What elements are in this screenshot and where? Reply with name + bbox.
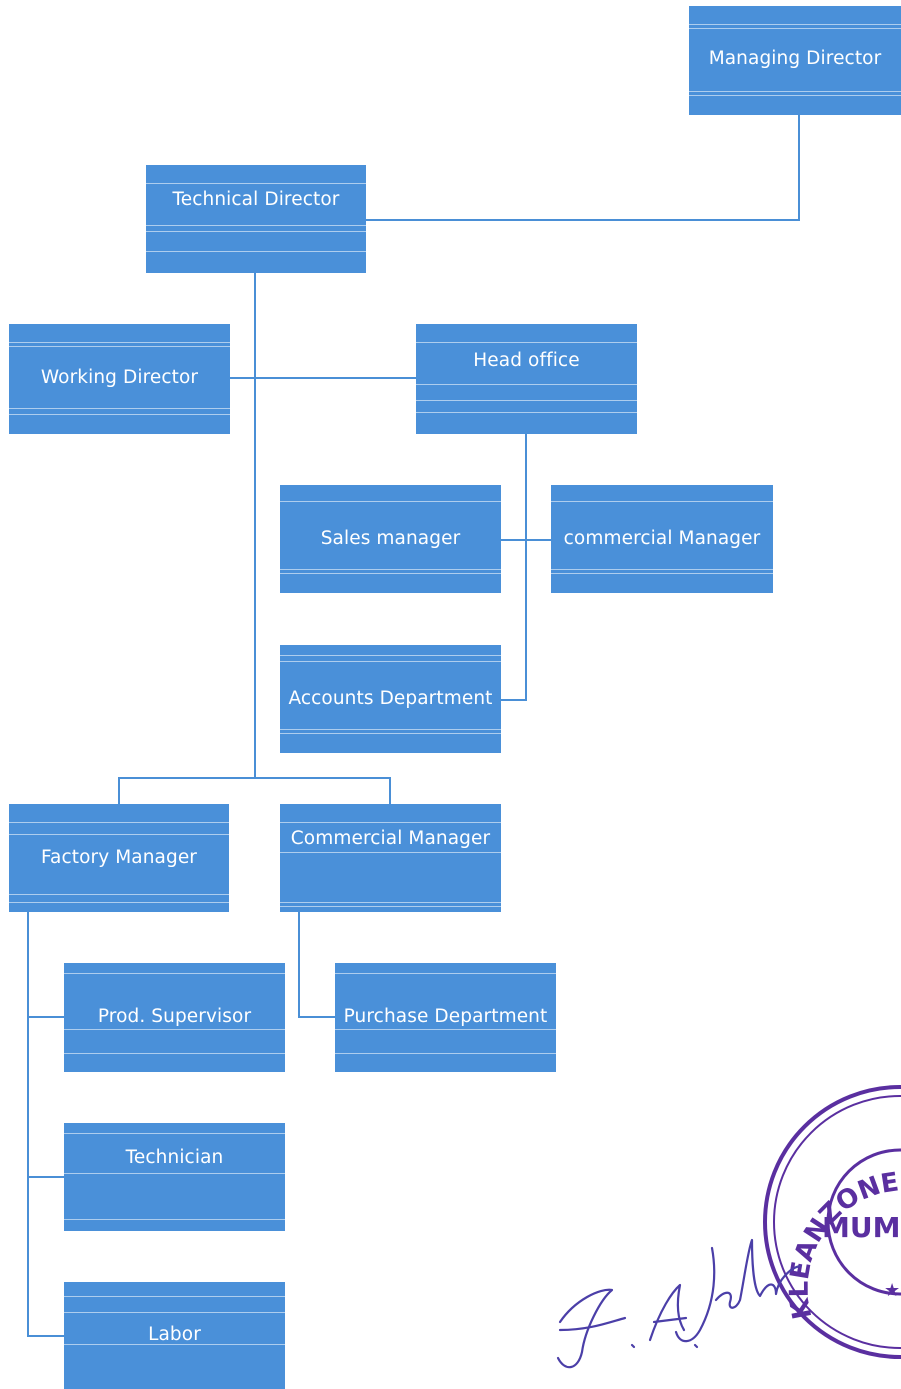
label-head-office: Head office — [473, 350, 580, 371]
connector-sales-commercial — [501, 539, 551, 541]
box-labor: Labor — [64, 1282, 285, 1389]
box-head-office: Head office — [416, 324, 637, 434]
connector-head-trunk — [525, 434, 527, 701]
box-prod-supervisor: Prod. Supervisor — [64, 963, 285, 1072]
connector-split-left — [118, 777, 120, 804]
box-commercial-manager-head: commercial Manager — [551, 485, 773, 593]
label-working-director: Working Director — [40, 367, 199, 388]
box-factory-manager: Factory Manager — [9, 804, 229, 912]
label-sales-manager: Sales manager — [320, 528, 461, 549]
label-commercial-manager-head: commercial Manager — [563, 528, 761, 549]
connector-td-trunk — [254, 273, 256, 778]
label-prod-supervisor: Prod. Supervisor — [97, 1006, 252, 1027]
label-managing-director: Managing Director — [708, 48, 882, 69]
stamp-ring-text: KLEANZONE SYSTEMS (I — [0, 0, 901, 1322]
connector-commercial-purchase — [298, 1016, 335, 1018]
box-sales-manager: Sales manager — [280, 485, 501, 593]
box-working-director: Working Director — [9, 324, 230, 434]
label-technical-director: Technical Director — [172, 189, 340, 210]
connector-factory-labor — [27, 1335, 64, 1337]
box-commercial-manager: Commercial Manager — [280, 804, 501, 912]
connector-factory-trunk — [27, 912, 29, 1336]
connector-md-vertical — [798, 115, 800, 221]
box-purchase-department: Purchase Department — [335, 963, 556, 1072]
box-technical-director: Technical Director — [146, 165, 366, 273]
label-accounts-department: Accounts Department — [288, 688, 493, 709]
signature — [556, 1238, 802, 1369]
box-technician: Technician — [64, 1123, 285, 1231]
label-technician: Technician — [125, 1147, 224, 1168]
connector-wd-head — [230, 377, 416, 379]
connector-commercial-trunk — [298, 912, 300, 1018]
connector-split-right — [389, 777, 391, 804]
connector-factory-tech — [27, 1176, 64, 1178]
label-commercial-manager: Commercial Manager — [290, 828, 491, 849]
box-accounts-department: Accounts Department — [280, 645, 501, 753]
connector-md-horizontal — [366, 219, 800, 221]
stamp-star-icon: ★ — [884, 1280, 900, 1301]
label-purchase-department: Purchase Department — [343, 1006, 548, 1027]
stamp-center-text: MUMB — [822, 1211, 901, 1244]
label-labor: Labor — [148, 1324, 201, 1345]
connector-accounts — [501, 699, 527, 701]
connector-split-horizontal — [118, 777, 391, 779]
connector-factory-prod — [27, 1016, 64, 1018]
label-factory-manager: Factory Manager — [40, 847, 198, 868]
box-managing-director: Managing Director — [689, 6, 901, 115]
